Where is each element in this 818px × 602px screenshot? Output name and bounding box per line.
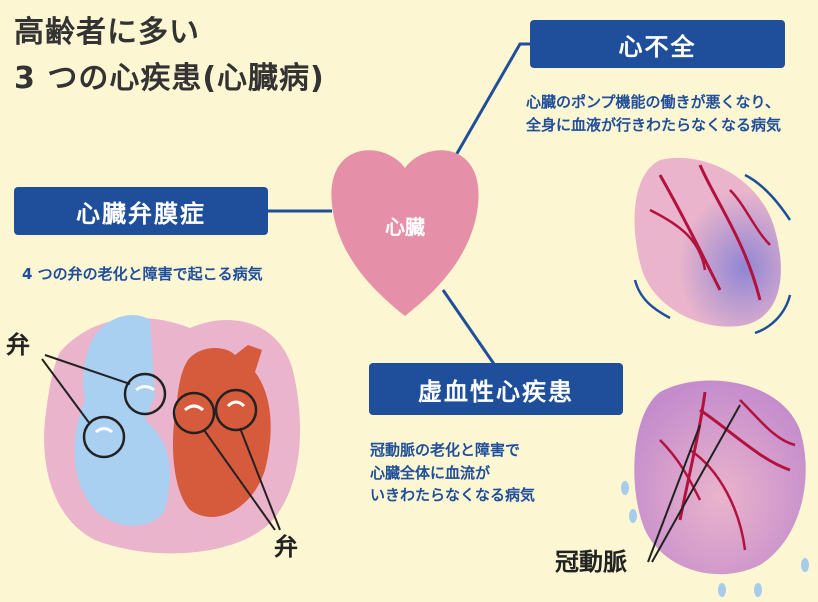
ischemic-disease-description: 冠動脈の老化と障害で 心臓全体に血流が いきわたらなくなる病気 (370, 439, 535, 507)
coronary-artery (678, 391, 707, 521)
valve-pointer (41, 358, 91, 425)
valve-flap (135, 385, 155, 392)
page-title-line2: 3 つの心疾患(心臓病) (14, 61, 325, 96)
valvular-disease-label: 心臓弁膜症 (14, 187, 268, 235)
heart-cross-section (41, 315, 301, 554)
tremor-line (754, 294, 792, 335)
page-title-line1: 高齢者に多い (14, 15, 200, 50)
valve-callout-top: 弁 (6, 331, 30, 359)
center-heart-shape (331, 150, 479, 316)
ischemic-desc-line2: 心臓全体に血流が (370, 463, 491, 482)
valve-flap (226, 400, 246, 408)
heart-failure-desc-line2: 全身に血液が行きわたらなくなる病気 (526, 115, 782, 134)
red-chamber (172, 345, 271, 517)
drop-icon (801, 558, 809, 572)
blue-chamber (74, 315, 170, 526)
center-heart-label: 心臓 (385, 215, 425, 239)
ischemic-heart-shape (634, 380, 806, 575)
connector-heart-failure (438, 42, 530, 184)
artery-line (649, 208, 707, 271)
heart-failure-illustration (633, 157, 792, 335)
valve-circle (172, 391, 216, 435)
connector-ischemic (441, 289, 496, 365)
valvular-disease-description: 4 つの弁の老化と障害で起こる病気 (22, 265, 263, 283)
valve-callout-bottom: 弁 (274, 533, 298, 561)
valve-circle (123, 372, 167, 416)
coronary-artery-callout: 冠動脈 (555, 548, 627, 576)
valve-circle (82, 415, 126, 459)
heart-failure-description: 心臓のポンプ機能の働きが悪くなり、 全身に血液が行きわたらなくなる病気 (526, 91, 781, 136)
valve-flap (95, 427, 113, 434)
valve-pointer (203, 429, 276, 531)
artery-line (698, 164, 762, 301)
coronary-artery (739, 399, 796, 447)
ischemic-desc-line1: 冠動脈の老化と障害で (370, 441, 521, 459)
coronary-artery (689, 448, 747, 551)
drop-icon (621, 481, 629, 495)
coronary-pointer (647, 424, 701, 563)
heart-failure-desc-line1: 心臓のポンプ機能の働きが悪くなり、 (526, 93, 780, 111)
drop-icon (754, 583, 762, 597)
valve-flap (184, 404, 204, 412)
coronary-pointer (651, 404, 741, 563)
coronary-artery (699, 408, 791, 472)
heart-failure-label: 心不全 (530, 20, 785, 68)
valve-pointer (239, 427, 281, 531)
ischemic-desc-line3: いきわたらなくなる病気 (370, 486, 536, 504)
failing-heart-shape (634, 157, 781, 327)
artery-line (729, 189, 771, 246)
ischemic-disease-label: 虚血性心疾患 (369, 363, 623, 415)
valve-pointer (44, 354, 131, 385)
drop-icon (718, 583, 726, 597)
tremor-line (744, 173, 792, 221)
artery-line (658, 174, 722, 291)
drop-icon (629, 509, 637, 523)
ischemic-heart-illustration (621, 380, 809, 597)
tremor-line (633, 279, 671, 320)
valve-circle (214, 388, 258, 432)
